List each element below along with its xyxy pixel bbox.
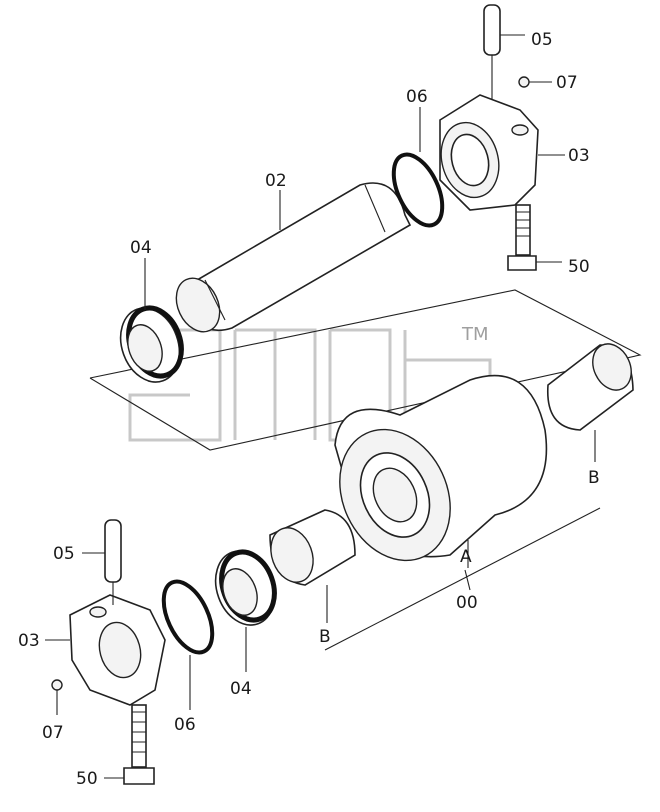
label-collar-bottom: 03 bbox=[18, 631, 40, 651]
bolt-bottom bbox=[104, 704, 155, 785]
bolt-top bbox=[507, 204, 562, 271]
bushing-right bbox=[547, 343, 634, 462]
label-shaft: 02 bbox=[265, 171, 287, 191]
label-bushing-left: B bbox=[319, 627, 331, 647]
label-roller: A bbox=[460, 547, 472, 567]
label-bolt-bottom: 50 bbox=[76, 769, 98, 789]
o-ring-bottom bbox=[161, 579, 215, 710]
label-seal-top: 04 bbox=[130, 238, 152, 258]
label-collar-top: 03 bbox=[568, 146, 590, 166]
shaft-part bbox=[175, 182, 412, 333]
label-plug-bottom: 07 bbox=[42, 723, 64, 743]
collar-top bbox=[439, 94, 565, 211]
label-pin-top: 05 bbox=[531, 30, 553, 50]
label-oring-top: 06 bbox=[406, 87, 428, 107]
trademark-mark: TM bbox=[461, 324, 489, 345]
floating-seal-top bbox=[119, 258, 184, 383]
o-ring-top bbox=[391, 107, 445, 228]
roller-part bbox=[334, 374, 548, 568]
plug-top bbox=[518, 76, 552, 88]
bushing-left bbox=[269, 509, 356, 623]
label-assembly: 00 bbox=[456, 593, 478, 613]
label-bushing-right: B bbox=[588, 468, 600, 488]
collar-bottom bbox=[45, 594, 166, 706]
label-plug-top: 07 bbox=[556, 73, 578, 93]
pin-bottom bbox=[82, 519, 122, 605]
label-bolt-top: 50 bbox=[568, 257, 590, 277]
plug-bottom bbox=[51, 679, 63, 715]
floating-seal-bottom bbox=[214, 549, 277, 672]
label-pin-bottom: 05 bbox=[53, 544, 75, 564]
assembly-outline-top bbox=[89, 289, 642, 451]
label-seal-bottom: 04 bbox=[230, 679, 252, 699]
pin-top bbox=[483, 4, 525, 100]
label-oring-bottom: 06 bbox=[174, 715, 196, 735]
assembly-outline-bottom bbox=[324, 507, 601, 651]
